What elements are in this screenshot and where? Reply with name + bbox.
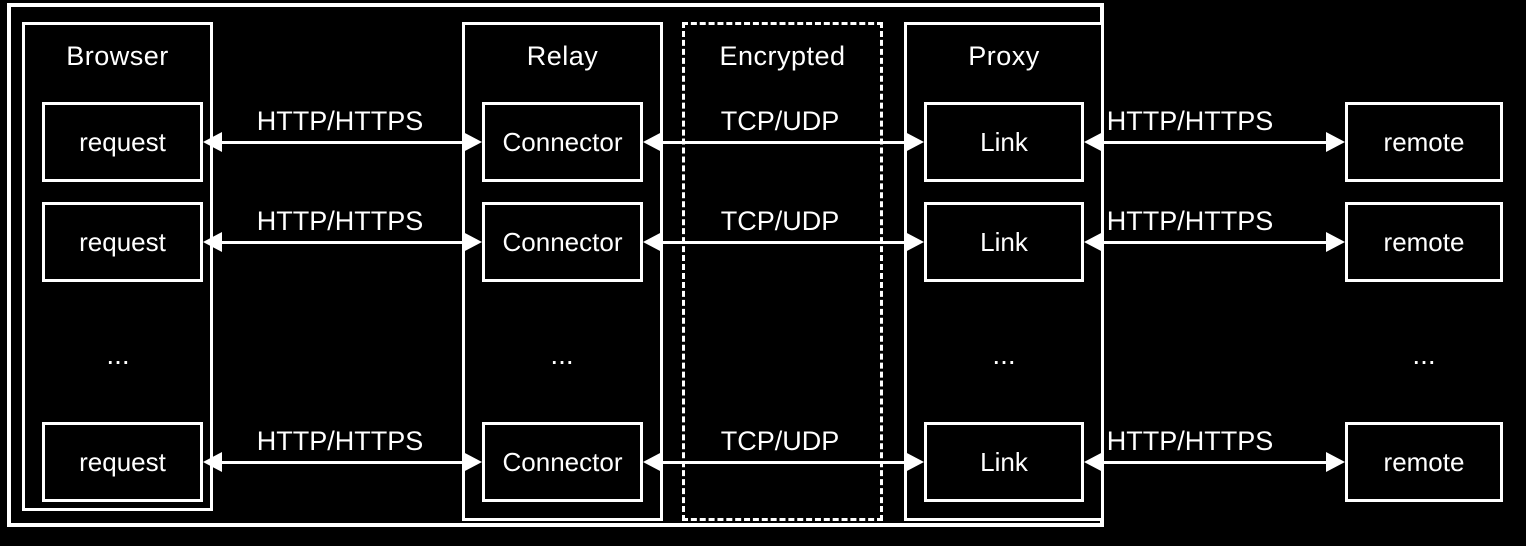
arrowhead-right-icon [1326,232,1345,252]
arrow-line [662,240,905,244]
request-box-1: request [42,102,203,182]
link-box-1: Link [924,102,1084,182]
proxy-title: Proxy [968,41,1040,71]
arrow-relay-proxy-3 [643,450,924,474]
connector-box-2: Connector [482,202,643,282]
arrowhead-right-icon [463,452,482,472]
arrowhead-left-icon [643,452,662,472]
arrowhead-right-icon [905,132,924,152]
arrow-browser-relay-2 [203,230,482,254]
edge-label-http-r3: HTTP/HTTPS [1106,426,1274,456]
arrow-line [1103,140,1326,144]
arrow-line [1103,460,1326,464]
relay-ellipsis: ... [550,339,574,370]
browser-ellipsis: ... [106,339,130,370]
request-box-2: request [42,202,203,282]
arrowhead-left-icon [643,132,662,152]
edge-label-http-1: HTTP/HTTPS [256,106,424,136]
arrow-relay-proxy-1 [643,130,924,154]
edge-label-tcp-1: TCP/UDP [720,106,840,136]
edge-label-http-r2: HTTP/HTTPS [1106,206,1274,236]
remote-box-2: remote [1345,202,1503,282]
arrowhead-left-icon [643,232,662,252]
arrow-line [222,460,463,464]
request-box-3: request [42,422,203,502]
arrowhead-left-icon [203,452,222,472]
arrowhead-right-icon [1326,132,1345,152]
arrow-browser-relay-1 [203,130,482,154]
arrowhead-right-icon [905,452,924,472]
remote-ellipsis: ... [1412,339,1436,370]
connector-box-3: Connector [482,422,643,502]
browser-title: Browser [66,41,169,71]
arrow-proxy-remote-1 [1084,130,1345,154]
edge-label-http-r1: HTTP/HTTPS [1106,106,1274,136]
encrypted-zone: Encrypted [682,22,883,521]
arrowhead-left-icon [1084,452,1103,472]
edge-label-tcp-2: TCP/UDP [720,206,840,236]
arrowhead-right-icon [905,232,924,252]
link-box-3: Link [924,422,1084,502]
relay-title: Relay [526,41,599,71]
edge-label-http-3: HTTP/HTTPS [256,426,424,456]
edge-label-tcp-3: TCP/UDP [720,426,840,456]
encrypted-title: Encrypted [719,41,846,71]
arrow-relay-proxy-2 [643,230,924,254]
arrow-line [662,140,905,144]
remote-box-1: remote [1345,102,1503,182]
arrowhead-right-icon [1326,452,1345,472]
arrowhead-left-icon [1084,232,1103,252]
arrowhead-right-icon [463,232,482,252]
arrow-proxy-remote-2 [1084,230,1345,254]
proxy-ellipsis: ... [992,339,1016,370]
arrowhead-left-icon [203,132,222,152]
arrow-browser-relay-3 [203,450,482,474]
link-box-2: Link [924,202,1084,282]
arrow-line [1103,240,1326,244]
arrowhead-left-icon [1084,132,1103,152]
edge-label-http-2: HTTP/HTTPS [256,206,424,236]
arrow-line [662,460,905,464]
arrowhead-left-icon [203,232,222,252]
arrow-line [222,140,463,144]
arrow-proxy-remote-3 [1084,450,1345,474]
arrow-line [222,240,463,244]
arrowhead-right-icon [463,132,482,152]
connector-box-1: Connector [482,102,643,182]
remote-box-3: remote [1345,422,1503,502]
